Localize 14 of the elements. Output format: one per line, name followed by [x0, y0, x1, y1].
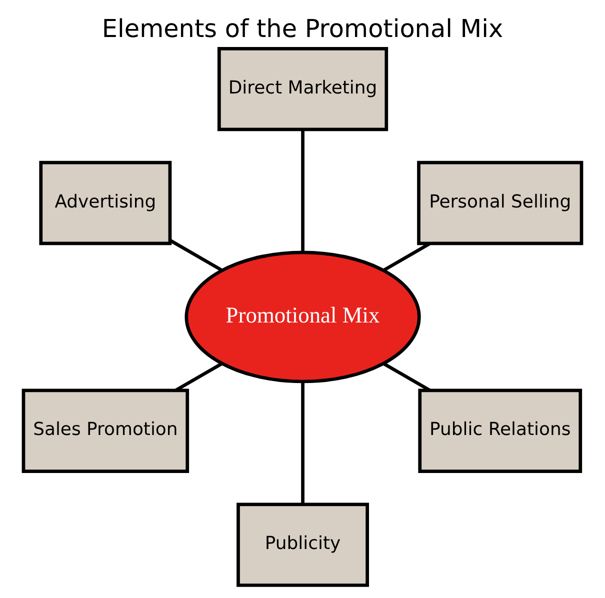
connector [301, 130, 304, 252]
node-box: Public Relations [418, 388, 582, 473]
node-box: Publicity [236, 502, 369, 587]
connector [382, 362, 431, 392]
node-box: Advertising [39, 160, 172, 246]
connector [174, 362, 223, 392]
diagram-title: Elements of the Promotional Mix [102, 14, 504, 43]
connector [169, 238, 223, 272]
node-box: Personal Selling [417, 160, 584, 246]
connector [301, 382, 304, 504]
node-box: Direct Marketing [217, 46, 388, 132]
node-ellipse: Promotional Mix [184, 250, 421, 384]
node-box: Sales Promotion [22, 388, 190, 473]
connector [382, 242, 431, 272]
